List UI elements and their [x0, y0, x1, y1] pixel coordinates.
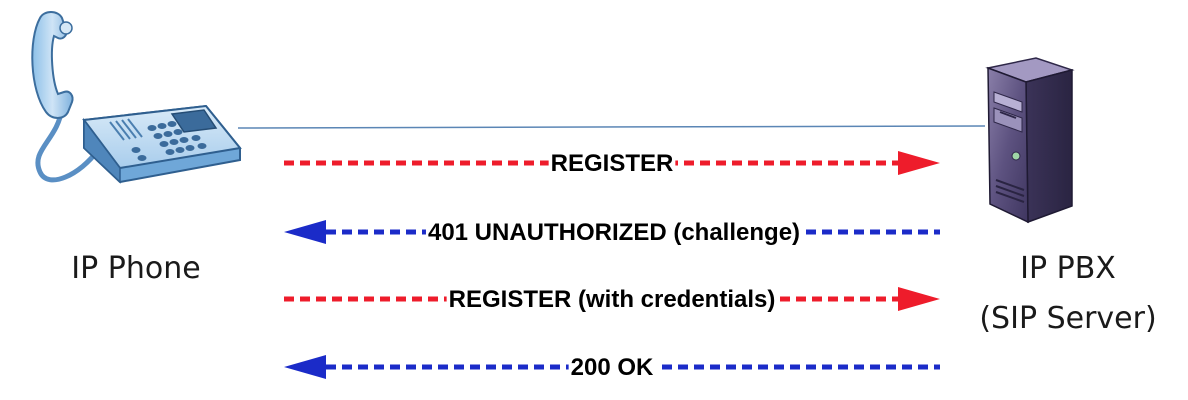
connection-line	[237, 125, 986, 129]
message-label-background	[446, 286, 778, 313]
message-label-background	[548, 150, 676, 177]
ip-phone-icon	[31, 11, 242, 184]
arrowhead-right	[898, 287, 940, 311]
message-label: REGISTER (with credentials)	[449, 286, 776, 313]
arrowhead-right	[898, 151, 940, 175]
message-arrows: REGISTER 401 UNAUTHORIZED (challenge) REGI…	[284, 150, 940, 381]
arrowhead-left	[284, 220, 326, 244]
message-label-background	[568, 354, 657, 381]
message-label: 200 OK	[571, 354, 654, 381]
sip-server-label: (SIP Server)	[979, 301, 1156, 336]
server-icon	[985, 57, 1075, 224]
message-3: REGISTER (with credentials)	[284, 286, 940, 313]
message-label: REGISTER	[551, 150, 674, 177]
message-4: 200 OK	[284, 354, 940, 381]
message-1: REGISTER	[284, 150, 940, 177]
ip-pbx-label: IP PBX	[1020, 251, 1116, 286]
message-label-background	[425, 219, 803, 246]
message-label: 401 UNAUTHORIZED (challenge)	[428, 219, 800, 246]
arrowhead-left	[284, 355, 326, 379]
ip-phone-label: IP Phone	[71, 251, 200, 286]
message-2: 401 UNAUTHORIZED (challenge)	[284, 219, 940, 246]
